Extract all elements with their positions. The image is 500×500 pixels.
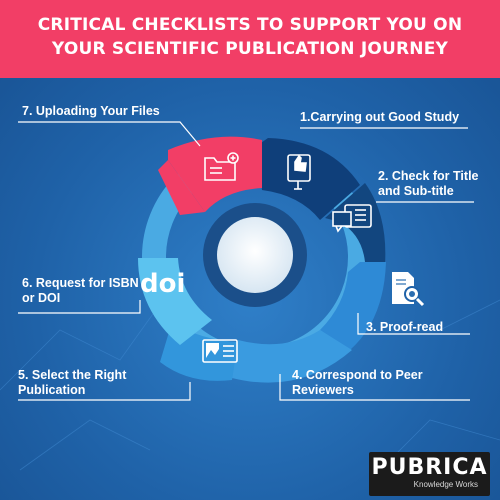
folder-upload-icon	[204, 152, 239, 181]
title-line-2: YOUR SCIENTIFIC PUBLICATION JOURNEY	[51, 39, 449, 59]
brand-tagline: Knowledge Works	[413, 480, 478, 489]
step-3-label: 3. Proof-read	[366, 320, 443, 335]
step-6-label: 6. Request for ISBN or DOI	[22, 276, 139, 306]
thumbs-up-book-icon	[287, 154, 311, 190]
segment-2	[325, 183, 386, 265]
step-7-label: 7. Uploading Your Files	[22, 104, 160, 119]
center-circle	[217, 217, 293, 293]
image-document-icon	[202, 339, 238, 363]
step-5-text-1: 5. Select the Right	[18, 368, 127, 382]
step-2-text-1: 2. Check for Title	[378, 169, 479, 183]
segment-7-tail	[158, 160, 205, 215]
page-title: CRITICAL CHECKLISTS TO SUPPORT YOU ON YO…	[0, 0, 500, 78]
step-4-text-2: Reviewers	[292, 383, 354, 397]
segment-6	[138, 258, 212, 345]
step-5-label: 5. Select the Right Publication	[18, 368, 126, 398]
connector-lines	[18, 121, 474, 401]
pubrica-logo: PUBRICA Knowledge Works	[369, 452, 490, 496]
segment-7	[168, 136, 262, 212]
step-6-text-1: 6. Request for ISBN	[22, 276, 139, 290]
segment-4	[232, 330, 352, 383]
step-1-text: 1.Carrying out Good Study	[300, 110, 460, 124]
step-4-text-1: 4. Correspond to Peer	[292, 368, 423, 382]
step-6-text-2: or DOI	[22, 291, 61, 305]
step-1-label: 1.Carrying out Good Study	[300, 110, 459, 125]
title-line-1: CRITICAL CHECKLISTS TO SUPPORT YOU ON	[37, 15, 463, 35]
step-7-text: 7. Uploading Your Files	[22, 104, 160, 118]
document-magnifier-icon	[392, 272, 425, 307]
document-speech-bubble-icon	[332, 204, 372, 233]
step-5-text-2: Publication	[18, 383, 86, 397]
step-2-label: 2. Check for Title and Sub-title	[378, 169, 479, 199]
step-3-text: 3. Proof-read	[366, 320, 444, 334]
segment-3	[320, 262, 386, 350]
brand-name: PUBRICA	[371, 455, 488, 480]
step-2-text-2: and Sub-title	[378, 184, 454, 198]
doi-icon: doi	[140, 269, 186, 299]
segment-1	[258, 138, 360, 220]
step-4-label: 4. Correspond to Peer Reviewers	[292, 368, 423, 398]
